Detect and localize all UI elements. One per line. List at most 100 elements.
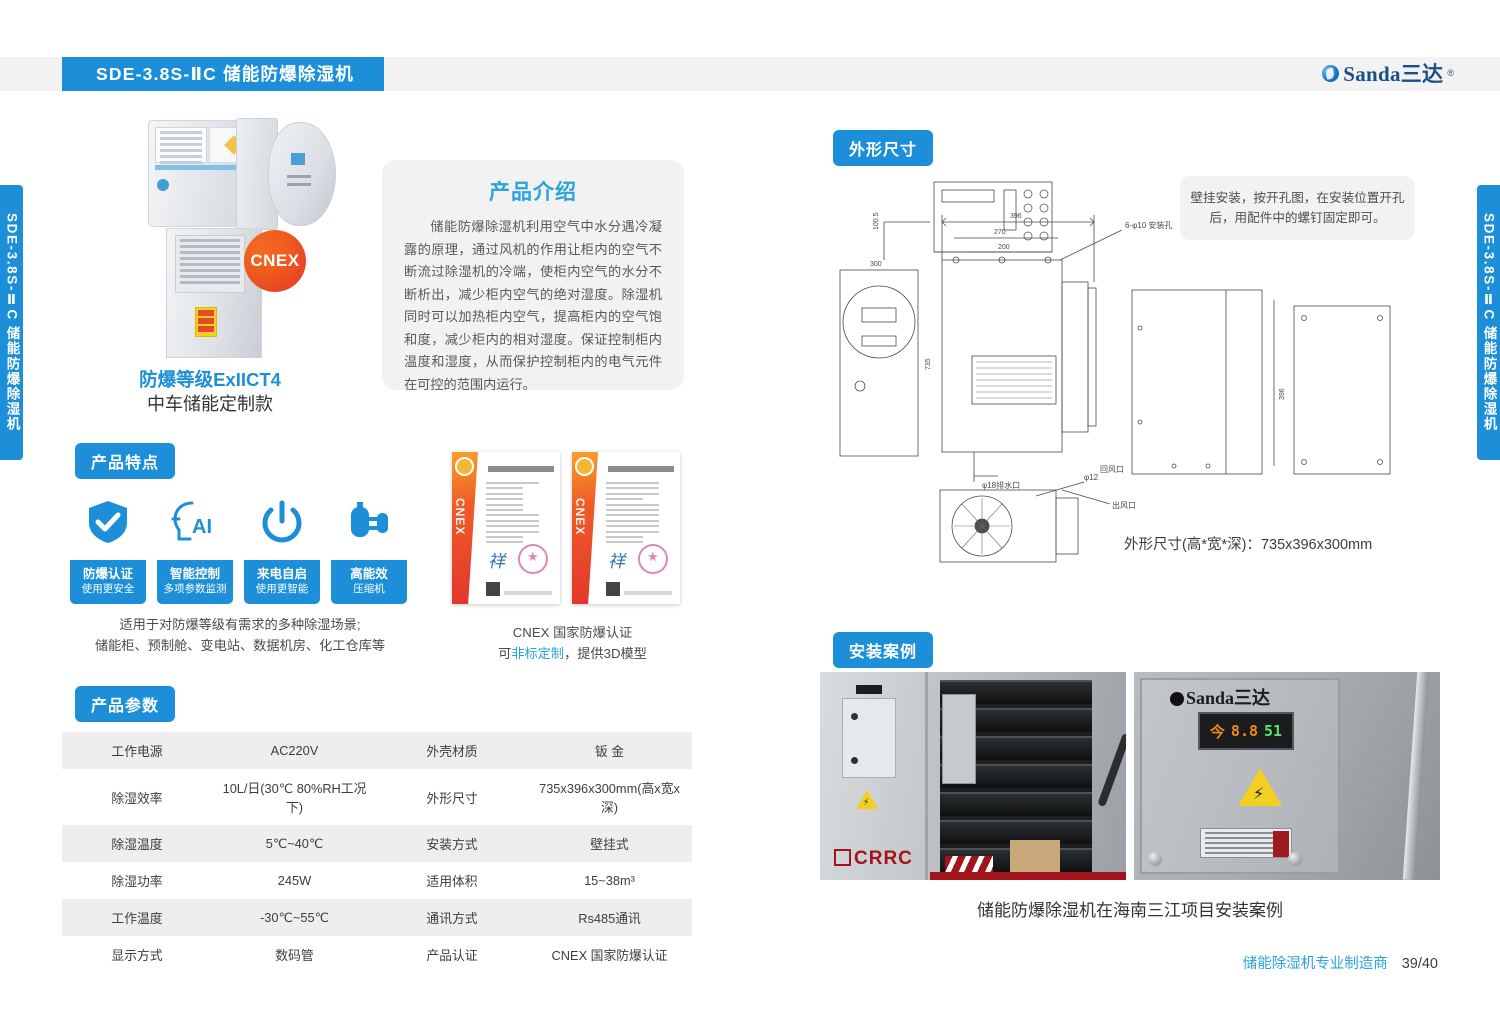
crrc-logo-text: CRRC — [854, 848, 913, 869]
side-tab-right: SDE-3.8S-ⅡC 储能防爆除湿机 — [1477, 185, 1500, 460]
param-key: 工作温度 — [111, 911, 163, 926]
company-logo: Sanda三达 ® — [1320, 58, 1454, 88]
table-row: 除湿温度 5℃~40℃ 安装方式 壁挂式 — [62, 825, 692, 862]
cert-signature: 祥 — [608, 552, 625, 571]
registered-mark: ® — [1447, 68, 1454, 78]
led-display: 今 8.8 51 — [1198, 712, 1294, 750]
product-button-icon — [157, 179, 169, 191]
dim-label-phi12: φ12 — [1084, 473, 1099, 482]
cert-signature: 祥 — [488, 552, 505, 571]
feature-note-left-line2: 储能柜、预制舱、变电站、数据机房、化工仓库等 — [94, 638, 386, 653]
dim-label-735: 735 — [925, 358, 932, 370]
door-access-panel — [842, 698, 896, 778]
dim-label-hole: 6-φ10 安装孔 — [1125, 220, 1172, 230]
svg-text:AI: AI — [192, 516, 212, 538]
cert-heading — [608, 466, 674, 472]
dim-label-200: 200 — [998, 244, 1010, 251]
install-photo-row: CRRC Sanda三达 今 8.8 51 — [820, 672, 1440, 880]
product-grade-caption: 防爆等级ExIICT4 — [139, 369, 281, 390]
feature-sublabel: 多项参数监测 — [163, 583, 227, 595]
spec-nameplate — [1200, 828, 1292, 858]
cardboard-box — [1010, 840, 1060, 876]
power-icon — [244, 484, 320, 560]
param-value: 数码管 — [275, 948, 314, 963]
param-value: 735x396x300mm(高x宽x深) — [539, 781, 680, 815]
dim-label-270: 270 — [994, 229, 1006, 236]
param-value: 钣 金 — [594, 744, 625, 759]
cert-emblem-icon — [455, 457, 474, 476]
param-key: 外形尺寸 — [426, 790, 478, 806]
feature-card-row: 防爆认证 使用更安全 AI 智能控制 多项参数监测 — [70, 484, 407, 604]
cert-footer — [504, 591, 552, 595]
logo-text: Sanda三达 — [1343, 62, 1444, 86]
feature-note-left: 适用于对防爆等级有需求的多种除湿场景; 储能柜、预制舱、变电站、数据机房、化工仓… — [60, 614, 420, 656]
door-nameplate — [856, 685, 882, 694]
product-spec-label — [155, 127, 207, 164]
cnex-badge: CNEX — [244, 230, 306, 292]
electric-shock-warning-icon — [1238, 768, 1282, 806]
param-key: 工作电源 — [111, 744, 163, 759]
certificate-1: CNEX 祥 — [452, 452, 560, 604]
display-right-value: 51 — [1264, 722, 1283, 740]
feature-label: 智能控制 — [169, 567, 220, 581]
feature-card-compressor: 高能效 压缩机 — [331, 484, 407, 604]
cert-emblem-icon — [575, 457, 594, 476]
footer-brandline: 储能除湿机专业制造商 — [1242, 956, 1388, 972]
certificate-2: CNEX 祥 — [572, 452, 680, 604]
product-photo: CNEX — [118, 112, 368, 358]
dim-label-outlet: 出风口 — [1112, 500, 1136, 510]
feature-note-left-line1: 适用于对防爆等级有需求的多种除湿场景; — [119, 617, 361, 632]
feature-card-auto-restart: 来电自启 使用更智能 — [244, 484, 320, 604]
dimension-caption: 外形尺寸(高*宽*深)：735x396x300mm — [1124, 537, 1373, 553]
product-intro-card: 产品介绍 储能防爆除湿机利用空气中水分遇冷凝露的原理，通过风机的作用让柜内的空气… — [382, 160, 684, 392]
param-value: 壁挂式 — [590, 837, 629, 852]
display-mid-value: 8.8 — [1230, 722, 1259, 740]
dim-label-300: 300 — [870, 261, 882, 268]
certificate-note-pre: 可 — [498, 646, 512, 661]
table-row: 除湿功率 245W 适用体积 15~38m³ — [62, 862, 692, 899]
param-key: 显示方式 — [111, 948, 163, 963]
shield-check-icon — [70, 484, 146, 560]
param-value: 15~38m³ — [584, 873, 635, 888]
high-voltage-warning-icon — [856, 790, 878, 809]
cabinet-door: CRRC — [820, 672, 928, 880]
feature-label: 防爆认证 — [82, 567, 133, 581]
param-value: 5℃~40℃ — [265, 835, 324, 851]
side-tab-left: SDE-3.8S-ⅡC 储能防爆除湿机 — [0, 185, 23, 460]
params-table: 工作电源 AC220V 外壳材质 钣 金 除湿效率 10L/日(30℃ 80%R… — [62, 732, 692, 973]
page-footer: 储能除湿机专业制造商 39/40 — [1243, 952, 1438, 973]
dimension-drawing: 396 270 200 6-φ10 安装孔 300 100.5 735 396 … — [822, 160, 1442, 580]
cert-red-seal-icon — [638, 544, 668, 574]
cert-body-text — [606, 482, 674, 547]
param-key: 产品认证 — [426, 948, 478, 963]
certificate-images: CNEX 祥 CNEX 祥 — [452, 452, 680, 604]
param-value: 245W — [277, 873, 312, 888]
param-key: 除湿温度 — [111, 837, 163, 852]
cert-body-text — [486, 482, 554, 547]
cert-red-seal-icon — [518, 544, 548, 574]
cert-heading — [488, 466, 554, 472]
feature-label: 高能效 — [350, 567, 388, 581]
intro-body: 储能防爆除湿机利用空气中水分遇冷凝露的原理，通过风机的作用让柜内的空气不断流过除… — [404, 219, 662, 392]
section-pill-params: 产品参数 — [75, 686, 176, 722]
crrc-logo: CRRC — [834, 848, 913, 870]
param-key: 安装方式 — [426, 837, 478, 852]
certificate-note-accent: 非标定制 — [511, 646, 565, 661]
cert-qr-icon — [486, 582, 500, 596]
table-row: 除湿效率 10L/日(30℃ 80%RH工况下) 外形尺寸 735x396x30… — [62, 769, 692, 825]
cert-footer — [624, 591, 672, 595]
param-value: Rs485通讯 — [578, 911, 641, 926]
feature-card-explosion-proof: 防爆认证 使用更安全 — [70, 484, 146, 604]
cert-band-label: CNEX — [573, 498, 587, 536]
feature-card-smart-control: AI 智能控制 多项参数监测 — [157, 484, 233, 604]
feature-sublabel: 使用更智能 — [255, 583, 309, 595]
dim-label-100: 100.5 — [873, 212, 880, 230]
param-value: AC220V — [270, 743, 319, 758]
cert-band-label: CNEX — [453, 498, 467, 536]
mounting-note: 壁挂安装，按开孔图，在安装位置开孔后，用配件中的螺钉固定即可。 — [1180, 176, 1415, 240]
feature-sublabel: 压缩机 — [353, 583, 385, 595]
param-key: 通讯方式 — [426, 911, 478, 926]
table-row: 工作电源 AC220V 外壳材质 钣 金 — [62, 732, 692, 769]
product-label-strip — [155, 165, 259, 170]
